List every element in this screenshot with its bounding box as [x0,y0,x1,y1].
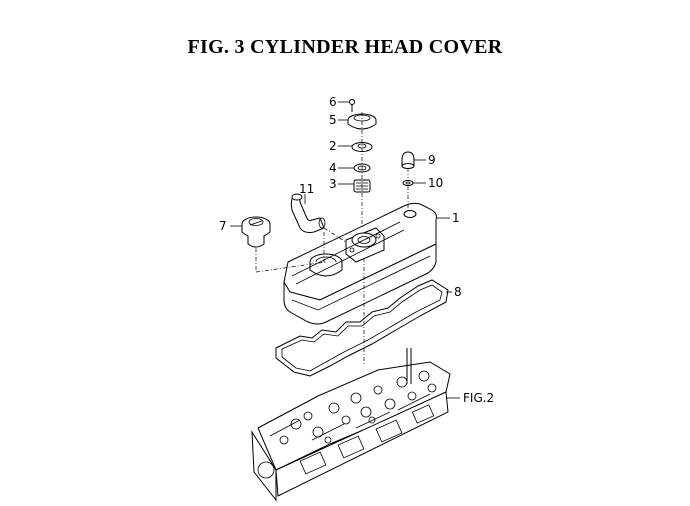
cap-nut-drawing [401,151,415,186]
callout-9: 9 [428,153,436,167]
callout-4: 4 [329,161,337,175]
callout-fig2: FIG.2 [463,391,494,405]
gasket-drawing [275,279,449,377]
callout-10: 10 [428,176,443,190]
callout-7: 7 [219,219,227,233]
breather-stack-drawing [347,99,377,193]
callout-8: 8 [454,285,462,299]
breather-hose-drawing [290,193,326,233]
callout-1: 1 [452,211,460,225]
callout-6: 6 [329,95,337,109]
oil-filler-cap-drawing [241,216,271,248]
callout-2: 2 [329,139,337,153]
callout-labels: 6 5 2 4 3 9 10 11 1 7 8 FIG.2 [219,95,494,405]
figure-title: FIG. 3 CYLINDER HEAD COVER [187,36,503,58]
assembly-centerlines [255,112,409,366]
cylinder-head-drawing [251,348,451,502]
callout-5: 5 [329,113,337,127]
leader-lines [230,101,460,399]
callout-3: 3 [329,177,337,191]
head-cover-drawing [283,202,437,325]
callout-11: 11 [299,182,314,196]
